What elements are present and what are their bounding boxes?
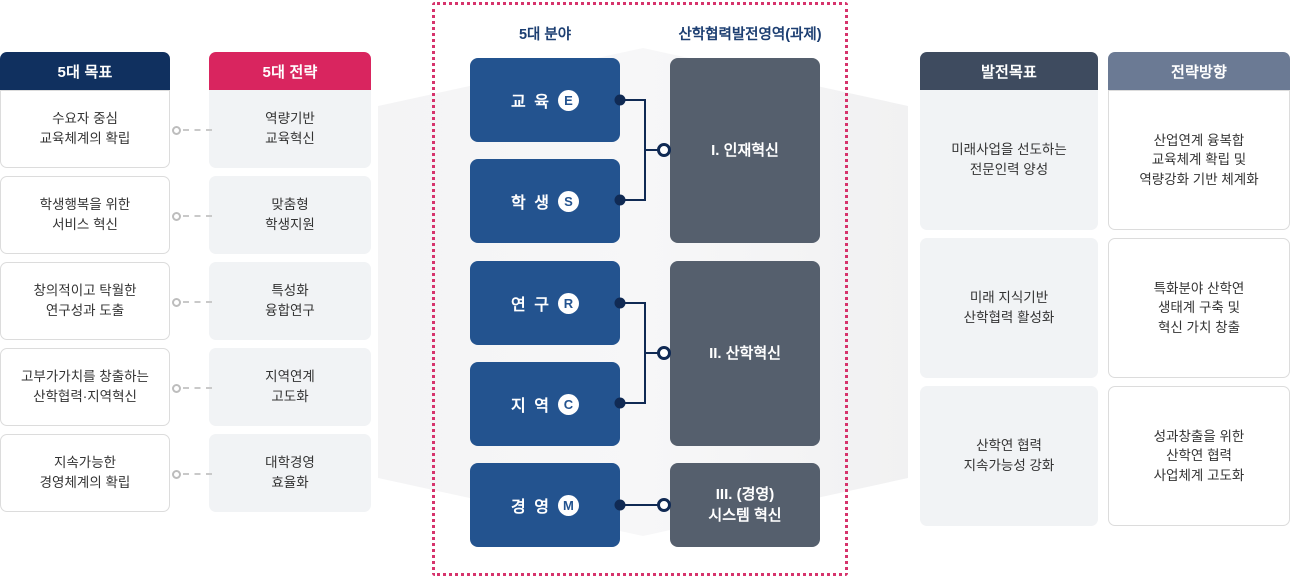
task-box-label: III. (경영)시스템 혁신 [708,486,782,524]
goals-column-header: 5대 목표 [0,52,170,90]
connector-dash-line [183,215,212,217]
task-box[interactable]: III. (경영)시스템 혁신 [670,463,820,547]
center-highlight-frame [432,2,848,576]
strategies-column-header: 5대 전략 [209,52,371,90]
tasks-column-title: 산학협력발전영역(과제) [678,27,822,43]
connector-dot-icon [172,125,181,135]
goal-strategy-connector [172,383,212,393]
goal-strategy-connector [172,211,212,221]
field-box-label: 지 역 [511,398,551,415]
field-box-label: 연 구 [511,297,551,314]
field-box[interactable]: 연 구 R [470,261,620,345]
connector-dot-icon [172,297,181,307]
connector-dot-icon [172,211,181,221]
task-box[interactable]: I. 인재혁신 [670,58,820,243]
connector-dash-line [183,301,212,303]
task-box-label: II. 산학혁신 [709,345,781,362]
goal-strategy-connector [172,125,212,135]
field-badge-r-icon: R [557,292,579,314]
field-box-label: 학 생 [511,195,551,212]
connector-dash-line [183,129,212,131]
goal-strategy-connector [172,469,212,479]
fields-column-title: 5대 분야 [518,27,572,43]
field-box-label: 경 영 [511,499,551,516]
field-box-label: 교 육 [511,94,551,111]
connector-dot-icon [172,383,181,393]
connector-dash-line [183,473,212,475]
bracket-connector-innovation-3 [614,498,671,512]
bracket-connector-innovation-2 [614,297,671,409]
bracket-connector-innovation-1 [614,94,671,206]
field-badge-c-icon: C [557,393,579,415]
goal-strategy-connector [172,297,212,307]
field-box[interactable]: 지 역 C [470,362,620,446]
field-badge-m-icon: M [557,494,579,516]
field-badge-e-icon: E [557,89,579,111]
directions-column-header: 전략방향 [1108,52,1290,90]
task-box[interactable]: II. 산학혁신 [670,261,820,446]
field-badge-s-icon: S [557,190,579,212]
field-box[interactable]: 경 영 M [470,463,620,547]
connector-dot-icon [172,469,181,479]
task-box-label: I. 인재혁신 [711,142,779,159]
field-box[interactable]: 학 생 S [470,159,620,243]
connector-dash-line [183,387,212,389]
field-box[interactable]: 교 육 E [470,58,620,142]
devgoals-column-header: 발전목표 [920,52,1098,90]
